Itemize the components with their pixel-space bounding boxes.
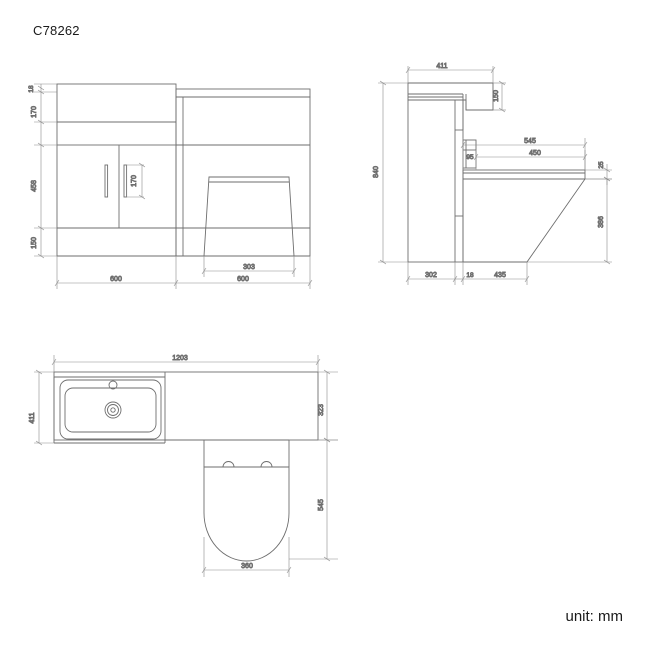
side-seat-slab	[462, 169, 586, 180]
dim-basin-depth: 411	[29, 412, 36, 423]
dim-toilet-section-width: 600	[237, 276, 249, 283]
front-dimension-labels-vertical: 18 170 458 150	[28, 85, 39, 250]
plan-dim-overall-width	[51, 355, 321, 372]
side-toilet-pan	[462, 178, 586, 263]
dim-seat-thickness: 25	[598, 161, 605, 169]
front-elevation-view: 18 170 458 150 170	[28, 83, 313, 289]
side-dim-pan-height	[527, 176, 612, 265]
side-cabinet-body	[407, 99, 464, 263]
side-dimension-labels-bottom: 302 18 435	[425, 272, 507, 280]
dim-pan-depth: 435	[494, 272, 506, 279]
side-dim-total-height	[378, 80, 408, 265]
dim-basin-height: 170	[31, 106, 38, 118]
side-dim-ledge-offset	[462, 145, 477, 170]
side-dimensions-bottom	[405, 262, 530, 285]
plan-toilet-body	[203, 440, 290, 467]
front-handle-dimension	[126, 162, 146, 200]
front-worktop-right	[175, 88, 311, 98]
drawing-title: C78262	[33, 23, 80, 38]
dim-cistern-projection: 545	[524, 138, 536, 145]
dim-plinth-height: 150	[31, 237, 38, 249]
front-dimension-labels-horizontal: 600 600 303	[110, 264, 256, 284]
plan-view: 1203 411 323	[29, 355, 338, 577]
front-basin-block	[56, 83, 177, 123]
side-dim-top-depth	[405, 66, 496, 83]
plan-dim-toilet-depth	[289, 437, 338, 562]
dim-toilet-pan-width: 303	[243, 264, 255, 271]
dim-pan-height: 386	[598, 216, 605, 228]
front-toilet-pan	[203, 176, 295, 257]
dim-handle-length: 170	[131, 175, 138, 187]
side-elevation-view: 411 150 840	[373, 63, 612, 285]
front-cabinet-carcass	[56, 121, 310, 257]
front-cabinet-doors	[104, 145, 128, 228]
plan-basin	[59, 379, 162, 440]
front-dimensions-vertical	[34, 83, 176, 259]
plan-dim-seat-width	[201, 537, 292, 577]
dim-basin-drop: 150	[493, 90, 500, 102]
dim-cabinet-depth: 302	[425, 272, 437, 279]
plan-dim-basin-depth	[34, 369, 54, 446]
dim-panel-thickness: 18	[466, 272, 474, 279]
dim-worktop-thickness: 18	[28, 85, 35, 93]
dim-overall-width: 1203	[172, 355, 188, 362]
side-dim-basin-drop	[493, 80, 506, 113]
front-right-panel	[175, 96, 311, 257]
plan-unit-outline	[53, 371, 319, 444]
unit-label: unit: mm	[565, 608, 623, 625]
plan-toilet-seat	[203, 461, 290, 562]
dim-cabinet-width: 600	[110, 276, 122, 283]
dim-total-height: 840	[373, 166, 380, 178]
dim-door-height: 458	[31, 180, 38, 192]
dim-seat-length: 450	[529, 150, 541, 157]
dim-unit-depth: 323	[318, 404, 325, 416]
dim-seat-width: 360	[241, 563, 253, 570]
dim-toilet-depth: 545	[318, 499, 325, 511]
dim-top-depth: 411	[436, 63, 447, 70]
front-dimensions-horizontal	[54, 256, 313, 289]
dim-ledge-offset: 95	[466, 154, 474, 161]
side-worktop	[407, 82, 494, 130]
